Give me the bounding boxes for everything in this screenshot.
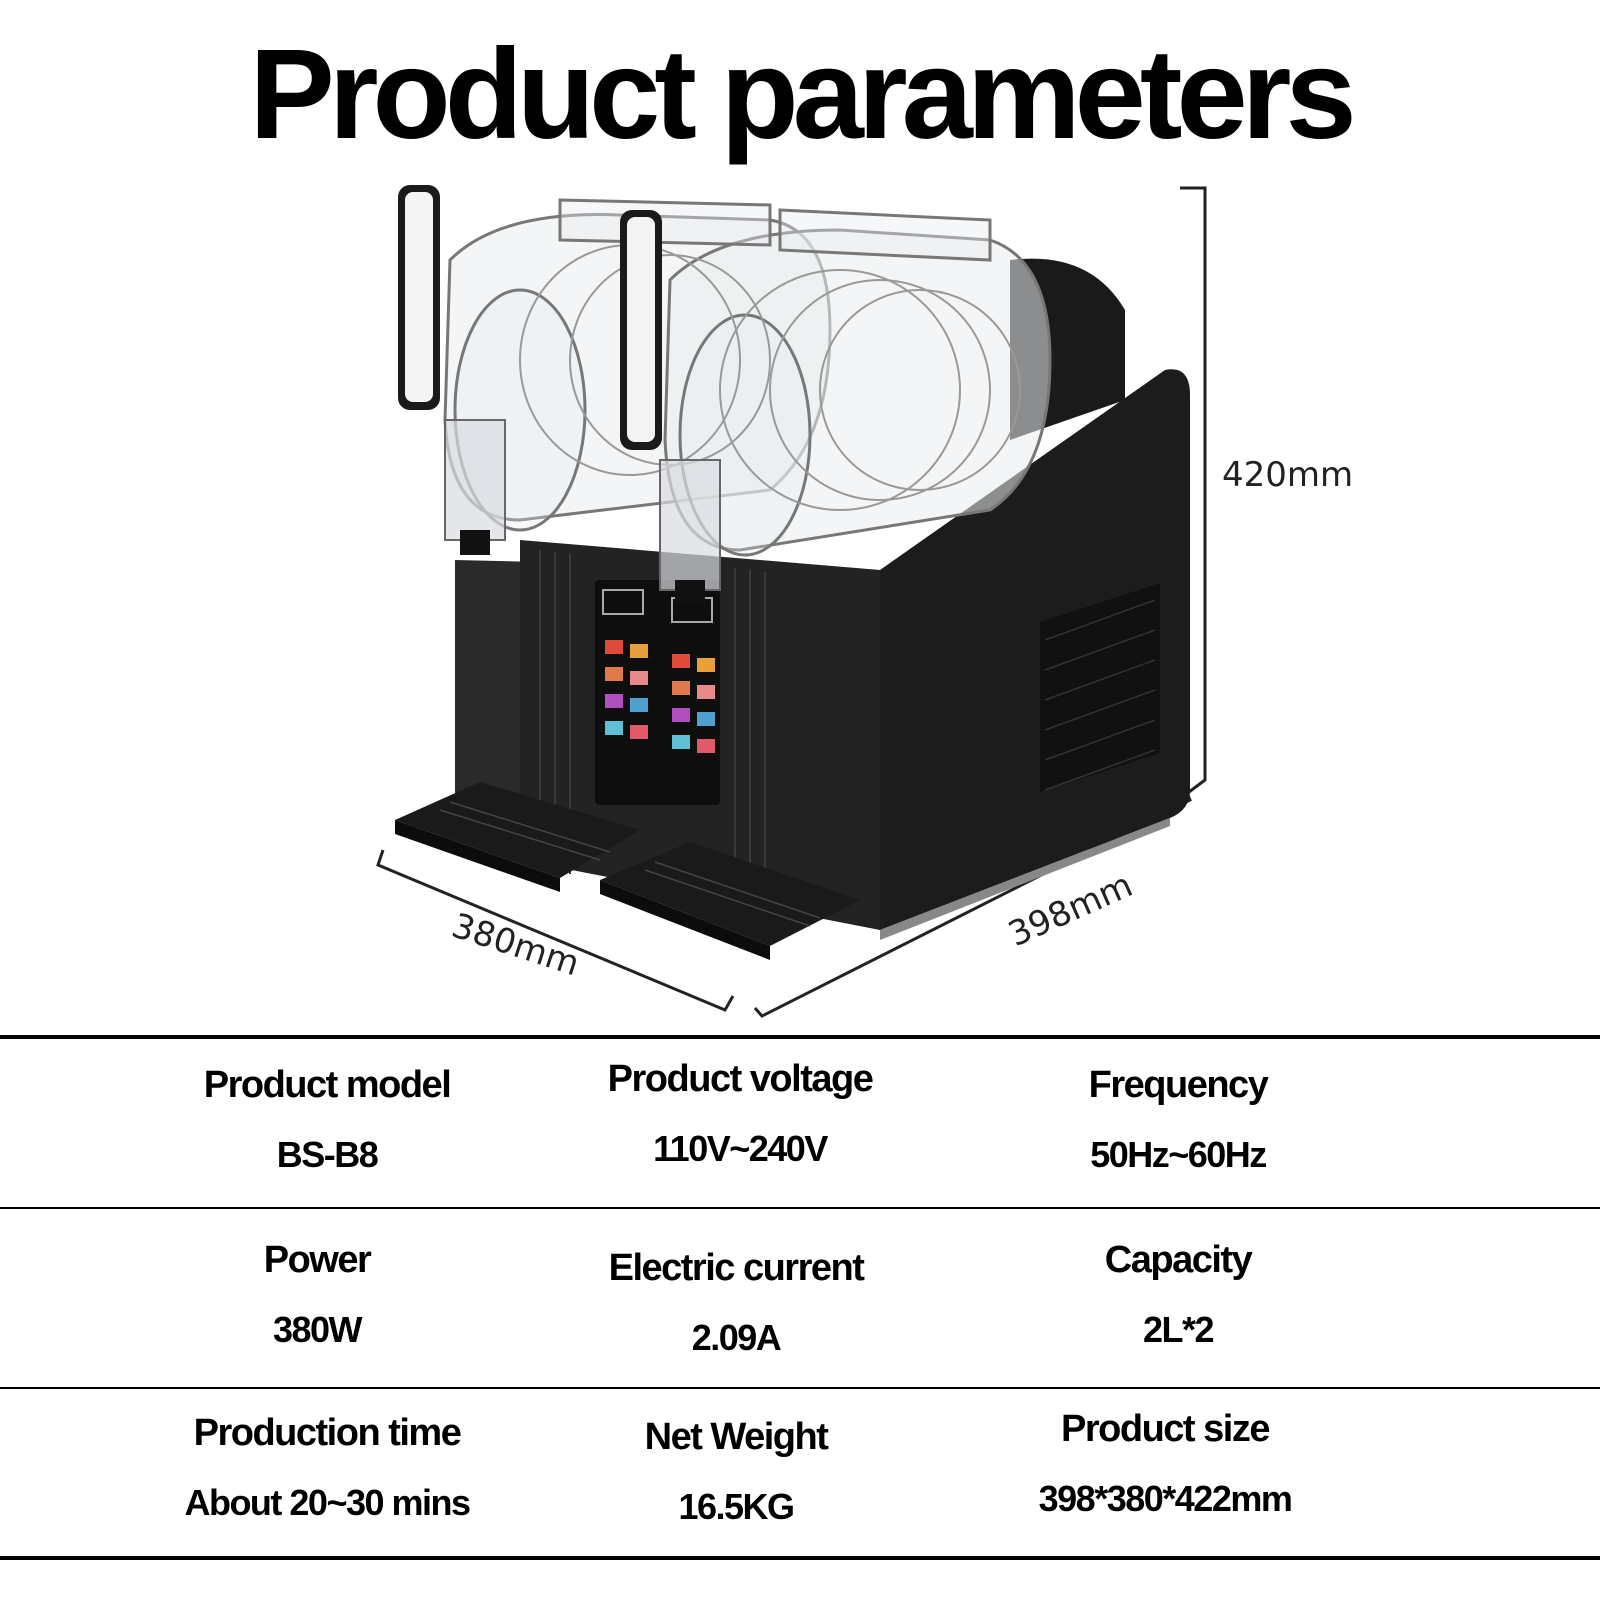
spec-value: BS-B8 [276, 1134, 379, 1175]
spec-value: 110V~240V [653, 1128, 828, 1169]
spec-cell-model: Product model BS-B8 [107, 1060, 547, 1180]
spec-cell-voltage: Product voltage 110V~240V [520, 1054, 960, 1174]
spec-label: Production time [193, 1412, 462, 1454]
spec-value: 380W [272, 1309, 363, 1350]
dispenser-valves [444, 419, 721, 605]
spec-cell-product-size: Product size 398*380*422mm [945, 1404, 1385, 1524]
table-rule-2 [0, 1387, 1600, 1389]
spec-label: Product size [1061, 1408, 1270, 1450]
spec-cell-net-weight: Net Weight 16.5KG [516, 1412, 956, 1532]
spec-cell-capacity: Capacity 2L*2 [958, 1235, 1398, 1355]
table-rule-bottom [0, 1556, 1600, 1560]
table-rule-top [0, 1035, 1600, 1039]
spec-label: Net Weight [644, 1416, 829, 1458]
product-illustration: 420mm 380mm 398mm [0, 170, 1600, 1030]
slush-machine-image [376, 185, 1207, 1018]
spec-value: 16.5KG [678, 1486, 795, 1527]
spec-value: 50Hz~60Hz [1090, 1134, 1267, 1175]
spec-row-2: Power 380W Electric current 2.09A Capaci… [0, 1235, 1600, 1405]
spec-label: Product model [203, 1064, 452, 1106]
spec-row-1: Product model BS-B8 Product voltage 110V… [0, 1058, 1600, 1230]
spec-cell-current: Electric current 2.09A [516, 1243, 956, 1363]
spec-value: 398*380*422mm [1038, 1478, 1293, 1519]
spec-row-3: Production time About 20~30 mins Net Wei… [0, 1408, 1600, 1578]
spec-label: Product voltage [607, 1058, 874, 1100]
spec-cell-production-time: Production time About 20~30 mins [107, 1408, 547, 1528]
spec-label: Electric current [608, 1247, 865, 1289]
spec-cell-frequency: Frequency 50Hz~60Hz [958, 1060, 1398, 1180]
spec-cell-power: Power 380W [97, 1235, 537, 1355]
spec-value: About 20~30 mins [184, 1482, 471, 1523]
table-rule-1 [0, 1207, 1600, 1209]
spec-value: 2.09A [691, 1317, 782, 1358]
spec-label: Frequency [1088, 1064, 1269, 1106]
spec-label: Power [263, 1239, 372, 1281]
dispenser-handles [398, 185, 662, 450]
spec-value: 2L*2 [1142, 1309, 1215, 1350]
drip-trays [395, 782, 860, 960]
page-title: Product parameters [249, 23, 1356, 166]
spec-label: Capacity [1104, 1239, 1253, 1281]
control-panel [595, 580, 720, 805]
height-dimension: 420mm [1222, 455, 1354, 495]
